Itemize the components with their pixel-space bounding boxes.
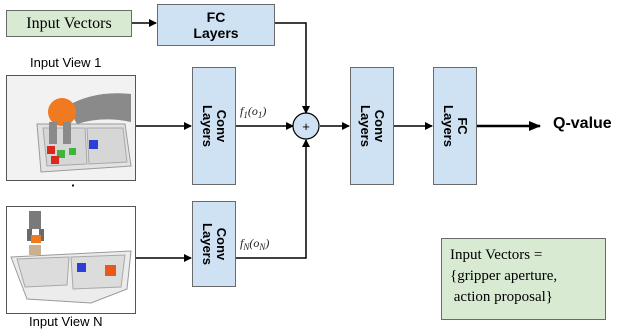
fc-layers-top-line2: Layers: [193, 25, 239, 41]
input-vectors-note-box: Input Vectors = {gripper aperture, actio…: [441, 238, 606, 320]
f1-feature-label: f1(o1): [240, 104, 266, 120]
fc-layers-mid-line2: Layers: [440, 105, 456, 147]
f1-close: ): [262, 104, 267, 118]
note-line-1: Input Vectors =: [450, 247, 543, 263]
f1-arg: (o: [247, 104, 258, 118]
fc-layers-mid-line1: FC: [454, 117, 470, 135]
conv-layers-view-n-text: Conv Layers: [199, 223, 229, 265]
note-line-3: action proposal}: [450, 289, 554, 305]
arrow-convN-to-sum: [236, 139, 310, 259]
fn-feature-label: fN(oN): [240, 236, 269, 252]
fc-layers-mid-text: FC Layers: [440, 105, 470, 147]
input-vectors-box: Input Vectors: [6, 10, 132, 37]
conv-layers-mid-line1: Conv: [371, 109, 387, 143]
conv-layers-view-n-line1: Conv: [213, 227, 229, 261]
conv-layers-view-1-line1: Conv: [213, 109, 229, 143]
conv-layers-mid-box: Conv Layers: [350, 67, 394, 185]
fn-close: ): [265, 236, 270, 250]
input-vectors-label: Input Vectors: [26, 14, 112, 32]
f1-sub: 1: [243, 110, 248, 120]
input-view-1-scene: [7, 76, 135, 180]
q-value-output-label: Q-value: [553, 115, 612, 132]
fc-layers-top-box: FC Layers: [157, 4, 275, 46]
sum-node: [292, 112, 320, 140]
input-view-n-image: [6, 206, 136, 314]
note-line-2: {gripper aperture,: [450, 268, 558, 284]
conv-layers-view-1-box: Conv Layers: [192, 67, 236, 185]
fn-fn: f: [240, 236, 244, 250]
fn-arg: (o: [249, 236, 260, 250]
arrow-fc-to-sum: [275, 22, 310, 114]
conv-layers-view-1-text: Conv Layers: [199, 105, 229, 147]
input-view-n-scene: [7, 207, 135, 313]
fc-layers-top-line1: FC: [206, 9, 226, 25]
conv-layers-mid-line2: Layers: [357, 105, 373, 147]
fn-argsub: N: [259, 242, 266, 252]
input-view-1-label: Input View 1: [30, 55, 102, 70]
fc-layers-mid-box: FC Layers: [433, 67, 477, 185]
f1-argsub: 1: [257, 110, 263, 120]
conv-layers-view-n-line2: Layers: [199, 223, 215, 265]
input-view-1-image: [6, 75, 136, 181]
fn-sub: N: [243, 242, 250, 252]
sum-symbol: +: [302, 119, 310, 134]
conv-layers-view-n-box: Conv Layers: [192, 201, 236, 287]
conv-layers-view-1-line2: Layers: [199, 105, 215, 147]
f1-fn: f: [240, 104, 244, 118]
input-view-n-label: Input View N: [29, 314, 103, 329]
conv-layers-mid-text: Conv Layers: [357, 105, 387, 147]
